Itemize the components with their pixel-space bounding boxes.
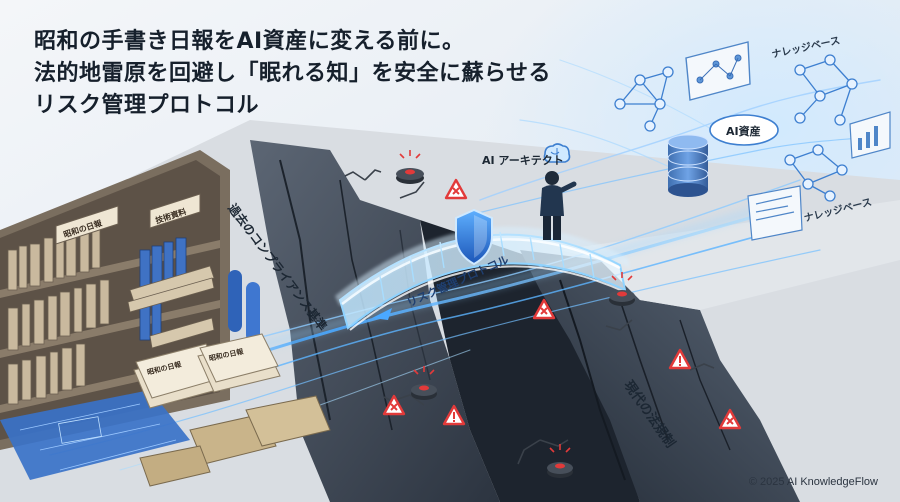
blueprint-icon (0, 270, 260, 480)
headline-line-2: 法的地雷原を回避し「眠れる知」を安全に蘇らせる (34, 61, 552, 86)
ai-asset-label: AI資産 (726, 125, 761, 138)
x-warning-icon (718, 408, 742, 430)
copyright-notice: © 2025 AI KnowledgeFlow (748, 476, 878, 488)
ai-architect-figure (540, 171, 577, 240)
architect-label: AI アーキテクト (482, 154, 564, 167)
x-warning-icon (444, 178, 468, 200)
landmine-icon (609, 272, 635, 306)
neural-network-icon (614, 66, 674, 132)
database-icon (667, 134, 709, 197)
headline-line-3: リスク管理プロトコル (34, 93, 260, 118)
landmine-icon (411, 366, 437, 400)
x-warning-icon (382, 394, 406, 416)
neural-network-icon (784, 144, 848, 202)
knowledge-panels (685, 41, 891, 241)
headline: 昭和の手書き日報をAI資産に変える前に。 法的地雷原を回避し「眠れる知」を安全に… (34, 26, 551, 122)
landmine-icon (396, 150, 424, 184)
landmine-icon (547, 444, 573, 478)
shield-icon (455, 208, 493, 266)
warning-triangle-icon (668, 348, 692, 370)
headline-line-1: 昭和の手書き日報をAI資産に変える前に。 (34, 29, 465, 54)
paper-stack (133, 333, 331, 487)
neural-network-icon (794, 54, 858, 126)
warning-triangle-icon (442, 404, 466, 426)
bookshelf-icon (0, 150, 230, 450)
right-cliff (520, 250, 800, 502)
brain-icon (543, 143, 571, 163)
x-warning-icon (532, 298, 556, 320)
ai-asset-bubble (709, 114, 779, 146)
